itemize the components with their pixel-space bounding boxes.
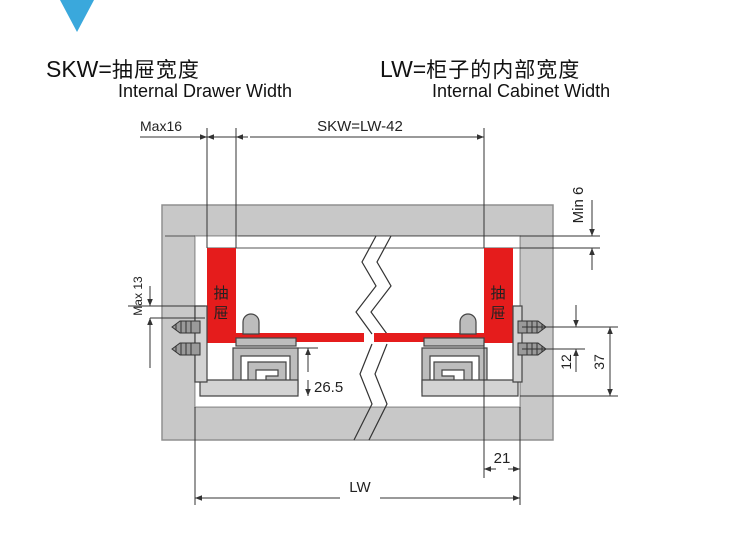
dim-12 [522, 305, 585, 372]
label-12: 12 [558, 354, 574, 370]
dim-min6 [520, 200, 600, 270]
legend-skw-cn: 抽屉宽度 [111, 58, 200, 82]
drawer-bottom-left [236, 333, 364, 342]
dim-skw [236, 128, 485, 248]
panel-label-right-2: 屉 [490, 305, 505, 322]
drawer-side-right [484, 248, 513, 343]
screw-left-top [171, 320, 201, 334]
slide-rail-left [199, 313, 299, 397]
drawer-outline-lines [165, 235, 520, 249]
label-min6: Min 6 [570, 187, 587, 224]
panel-label-left-1: 抽 [213, 285, 228, 302]
panel-label-left-2: 屉 [213, 305, 228, 322]
dim-21 [483, 343, 521, 478]
break-lines [353, 235, 392, 441]
dim-max16 [140, 128, 237, 248]
panel-label-right-1: 抽 [490, 285, 505, 302]
dim-lw [194, 407, 521, 505]
label-max16: Max16 [140, 118, 182, 134]
label-26-5: 26.5 [314, 379, 343, 396]
legend-lw-code: LW= [380, 56, 427, 82]
slide-rail-right [421, 313, 519, 397]
label-max13: Max 13 [131, 276, 145, 316]
label-21: 21 [494, 450, 511, 467]
label-lw: LW [349, 479, 371, 496]
dim-26-5 [298, 347, 318, 396]
legend-skw: SKW=抽屉宽度 Internal Drawer Width [46, 56, 293, 101]
legend-skw-code: SKW= [46, 56, 112, 82]
dim-max13 [128, 286, 205, 368]
legend-lw-cn: 柜子的内部宽度 [426, 58, 581, 82]
dim-37 [520, 326, 618, 397]
label-37: 37 [591, 354, 607, 370]
screw-left-bottom [171, 342, 201, 356]
legend-skw-en: Internal Drawer Width [118, 81, 293, 101]
legend-lw-en: Internal Cabinet Width [432, 81, 611, 101]
label-skw-formula: SKW=LW-42 [317, 118, 403, 135]
blue-triangle-marker [60, 0, 94, 32]
drawer-side-left [207, 248, 236, 343]
legend-lw: LW=柜子的内部宽度 Internal Cabinet Width [380, 56, 611, 101]
